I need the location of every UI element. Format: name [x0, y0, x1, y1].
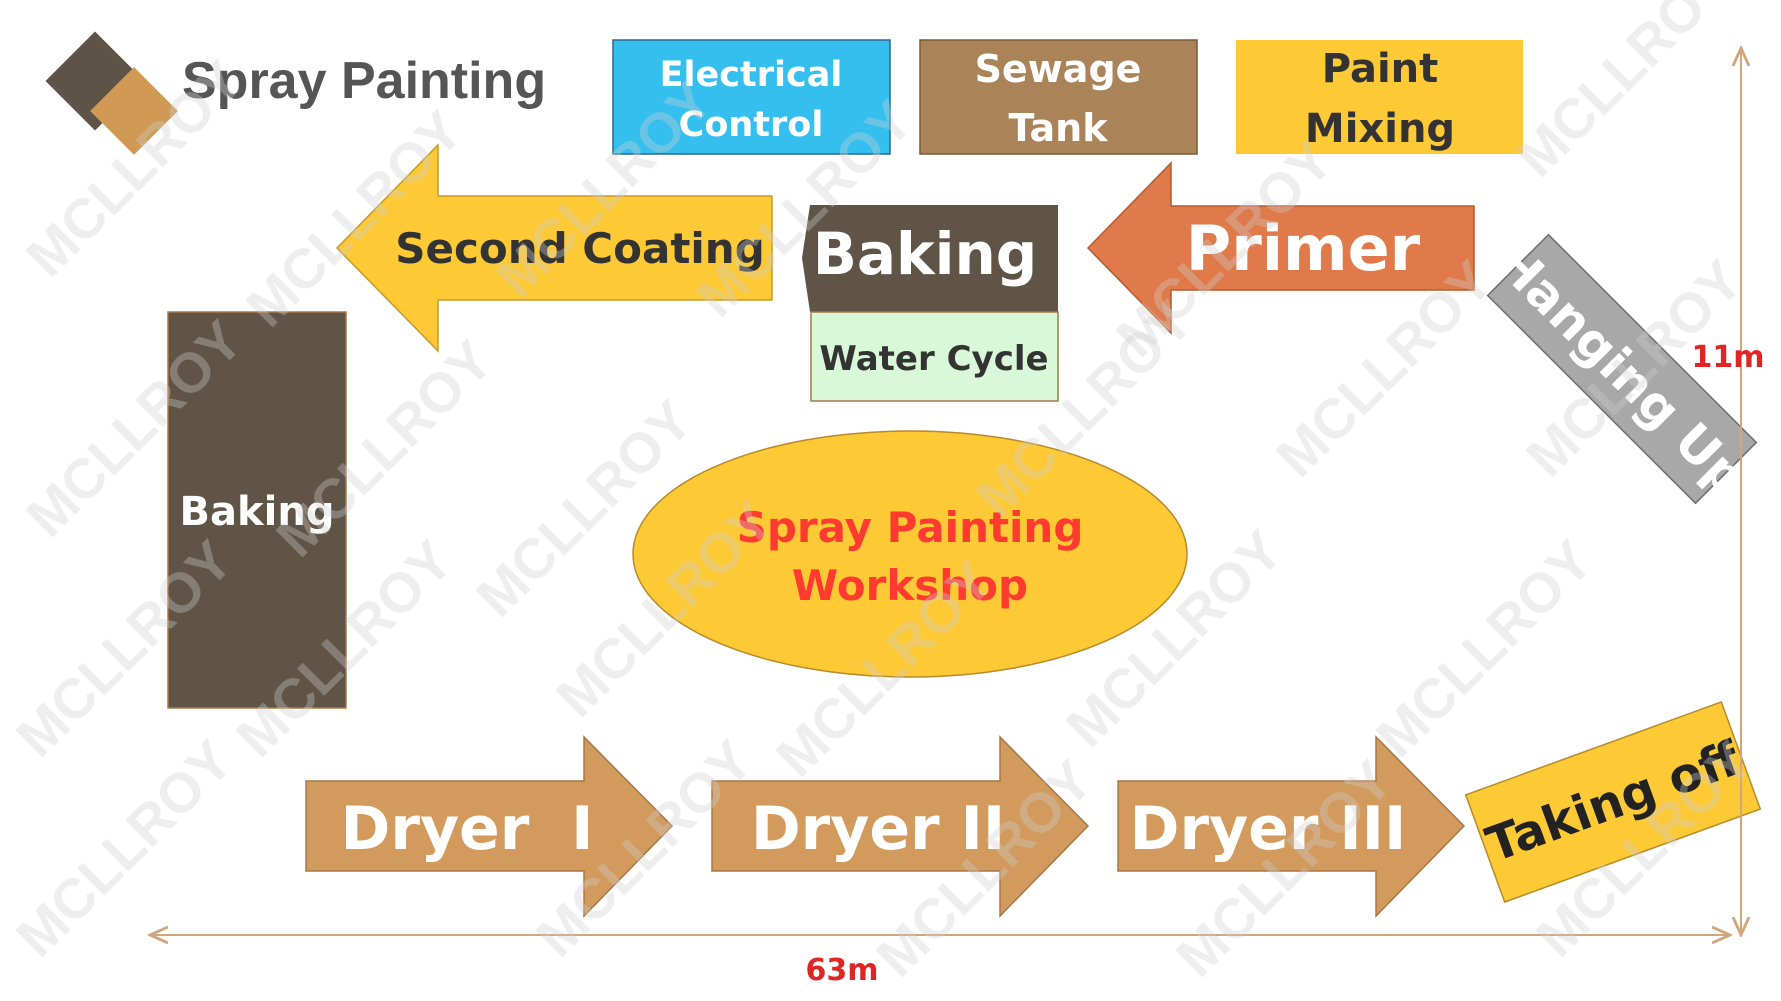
- workshop-line1: Spray Painting: [737, 503, 1084, 552]
- watermark-text: MCLLROY: [4, 728, 244, 968]
- dryer-1-label: Dryer I: [341, 794, 594, 864]
- dryer-2-arrow: Dryer II: [711, 735, 1090, 918]
- water-cycle-label: Water Cycle: [819, 339, 1048, 379]
- baking-top-station: Baking: [802, 205, 1058, 312]
- workshop-line2: Workshop: [792, 561, 1028, 610]
- baking-top-label: Baking: [813, 220, 1038, 288]
- electrical-control-line1: Electrical: [660, 55, 843, 95]
- sewage-tank-box: Sewage Tank: [919, 39, 1198, 155]
- paint-mixing-box: Paint Mixing: [1236, 40, 1523, 154]
- electrical-control-box: Electrical Control: [612, 39, 891, 155]
- second-coating-arrow: Second Coating: [335, 143, 773, 353]
- watermark-text: MCLLROY: [1504, 0, 1744, 188]
- paint-mixing-line1: Paint: [1322, 46, 1439, 92]
- second-coating-label: Second Coating: [395, 224, 765, 273]
- primer-label: Primer: [1186, 212, 1421, 285]
- sewage-tank-line2: Tank: [1009, 106, 1109, 150]
- page-title: Spray Painting: [182, 52, 546, 110]
- sewage-tank-line1: Sewage: [975, 47, 1142, 91]
- water-cycle-box: Water Cycle: [810, 311, 1059, 402]
- dryer-3-label: Dryer III: [1130, 794, 1407, 864]
- electrical-control-line2: Control: [679, 105, 824, 145]
- baking-left-station: Baking: [167, 311, 347, 709]
- width-dimension-label: 63m: [805, 953, 878, 988]
- paint-mixing-line2: Mixing: [1305, 106, 1455, 152]
- spray-painting-workshop: Spray Painting Workshop: [632, 430, 1188, 678]
- baking-left-label: Baking: [180, 489, 335, 535]
- watermark-text: MCLLROY: [1364, 528, 1604, 768]
- dryer-3-arrow: Dryer III: [1117, 735, 1466, 918]
- dryer-2-label: Dryer II: [751, 794, 1005, 864]
- dryer-1-arrow: Dryer I: [305, 735, 674, 918]
- height-dimension-label: 11m: [1691, 340, 1764, 375]
- primer-arrow: Primer: [1086, 161, 1475, 335]
